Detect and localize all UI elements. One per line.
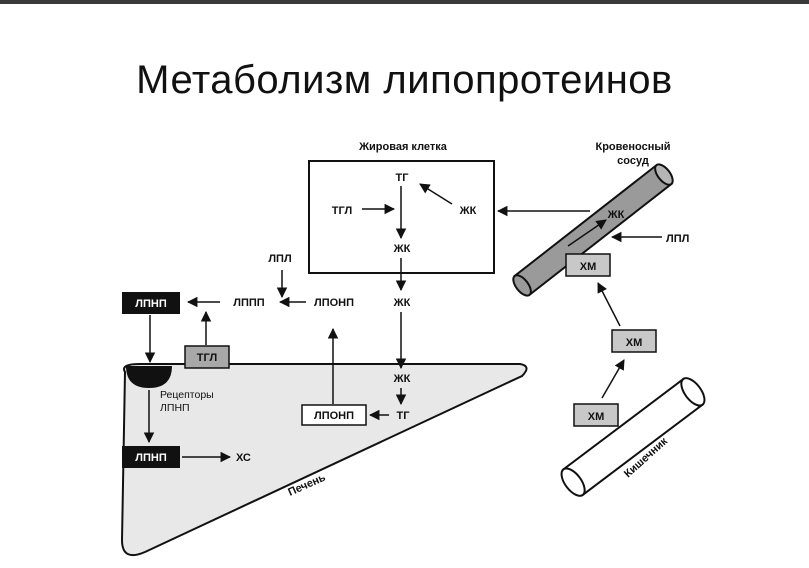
- blood-vessel-tube: [512, 163, 674, 297]
- blood-vessel-title: Кровеносный: [595, 141, 670, 153]
- liver-vldl-label: ЛПОНП: [314, 410, 354, 422]
- middle-chylomicron-box: [611, 329, 657, 353]
- liver-fa-label: ЖК: [393, 373, 411, 385]
- vessel-chylomicron-label: ХМ: [580, 261, 597, 273]
- intestine-to-middle-arrow: [601, 359, 625, 399]
- fat-cell-title: Жировая клетка: [358, 141, 448, 153]
- blood-vessel-fa-label: ЖК: [607, 209, 625, 221]
- chol-label: ХС: [236, 452, 251, 464]
- liver-tg-label: ТГ: [397, 410, 411, 422]
- vessel-flow-arrow: [567, 219, 607, 247]
- blood-vessel-lpl-label: ЛПЛ: [666, 233, 689, 245]
- liver-shape: [120, 363, 528, 556]
- pathway-vldl-label: ЛПОНП: [314, 297, 354, 309]
- pathway-lpl-label: ЛПЛ: [268, 253, 291, 265]
- top-ldl-box: [122, 292, 180, 314]
- ldl-receptor-shape: [126, 366, 172, 388]
- receptors-label-2: ЛПНП: [160, 402, 190, 414]
- blood-vessel-title-2: сосуд: [617, 155, 649, 167]
- top-ldl-label: ЛПНП: [135, 298, 167, 310]
- middle-to-vessel-arrow: [597, 282, 621, 327]
- intestine-chylomicron-label: ХМ: [588, 411, 605, 423]
- liver-vldl-box: [301, 404, 367, 426]
- fat-cell-tgl-label: ТГЛ: [332, 205, 352, 217]
- page-title: Метаболизм липопротеинов: [136, 58, 673, 102]
- tgl-label: ТГЛ: [197, 352, 217, 364]
- fat-cell-fa-mid-label: ЖК: [393, 243, 411, 255]
- pathway-idl-label: ЛППП: [233, 297, 265, 309]
- vessel-chylomicron-box: [565, 253, 611, 277]
- pathway-fa-label: ЖК: [393, 297, 411, 309]
- fat-cell-fa-right-label: ЖК: [459, 205, 477, 217]
- receptors-label: Рецепторы: [160, 389, 214, 401]
- intestine-tube: [560, 377, 706, 497]
- bottom-ldl-label: ЛПНП: [135, 452, 167, 464]
- fa-to-tg-arrow: [419, 183, 453, 205]
- intestine-chylomicron-box: [573, 403, 619, 427]
- tgl-box: [184, 345, 230, 369]
- fat-cell-tg-label: ТГ: [396, 172, 410, 184]
- top-border: [0, 0, 809, 4]
- middle-chylomicron-label: ХМ: [626, 337, 643, 349]
- bottom-ldl-box: [122, 446, 180, 468]
